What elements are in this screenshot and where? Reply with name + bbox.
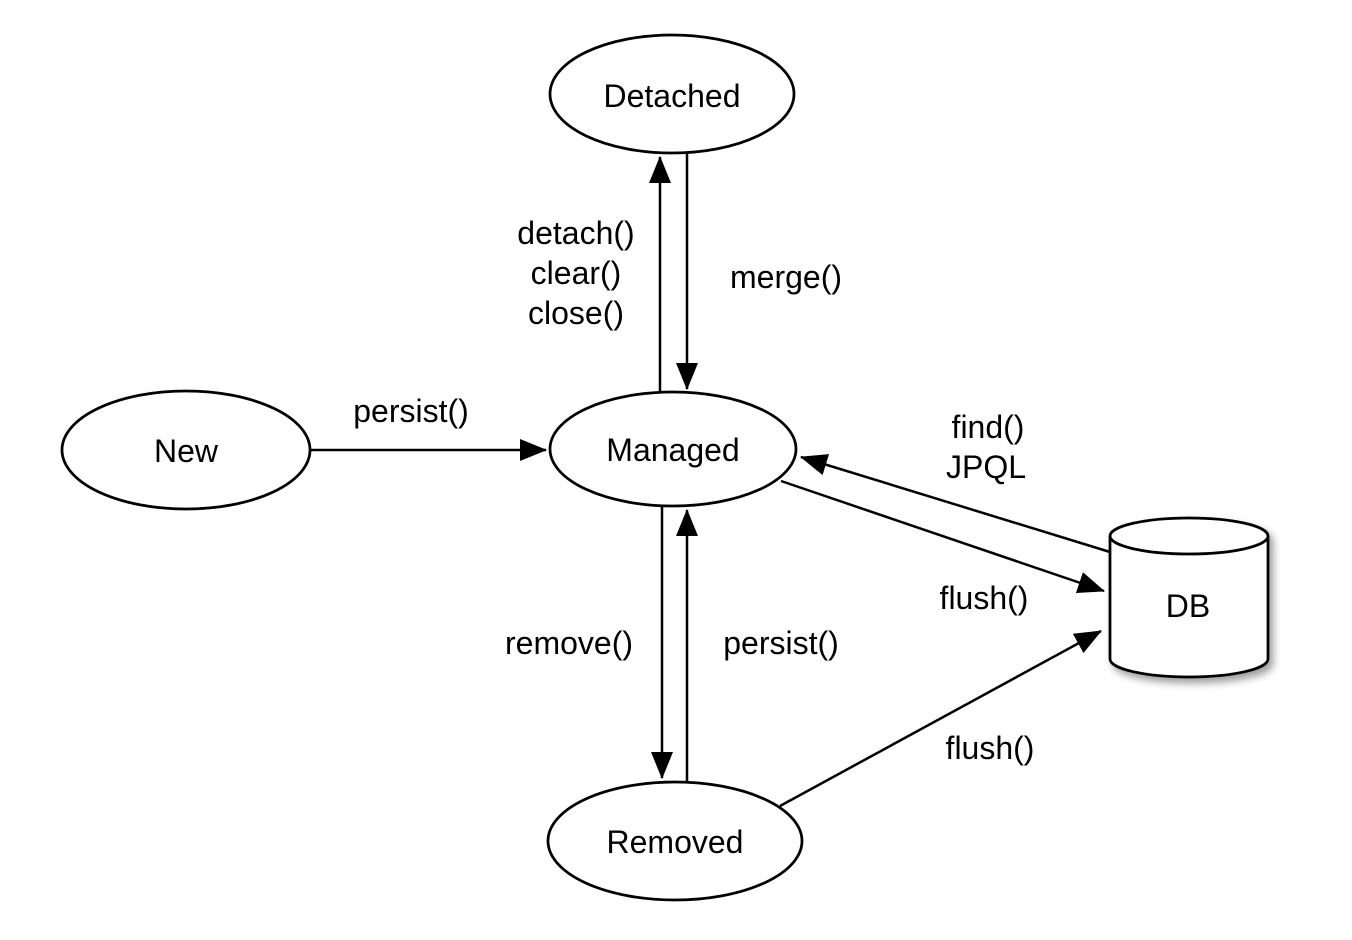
edge-label-merge: merge()	[730, 259, 842, 295]
node-db-label: DB	[1166, 588, 1210, 624]
db-cylinder-body	[1108, 536, 1270, 679]
edge-label-persist-top: persist()	[353, 393, 469, 429]
edge-label-flush-removed: flush()	[946, 730, 1035, 766]
edge-label-detach: detach()	[517, 215, 634, 251]
edge-label-close: close()	[528, 295, 624, 331]
node-new	[60, 389, 312, 511]
edge-removed-to-db	[779, 629, 1102, 808]
edge-label-persist-bottom: persist()	[723, 625, 839, 661]
node-removed	[546, 780, 804, 902]
node-new-label: New	[154, 433, 219, 469]
edge-label-find: find()	[952, 409, 1025, 445]
edge-label-remove: remove()	[505, 625, 633, 661]
edge-managed-to-db	[780, 479, 1105, 594]
node-db	[1108, 516, 1270, 679]
node-labels-layer: Detached New Managed Removed DB	[154, 78, 1210, 860]
edge-label-jpql: JPQL	[946, 449, 1026, 485]
node-detached	[548, 33, 796, 155]
db-cylinder-top	[1108, 516, 1270, 556]
node-detached-label: Detached	[604, 78, 741, 114]
edge-label-flush-managed: flush()	[940, 580, 1029, 616]
nodes-layer	[60, 33, 1270, 902]
edge-db-to-managed	[800, 454, 1111, 554]
edges-layer	[310, 151, 1111, 808]
edge-labels-layer: persist() detach() clear() close() merge…	[353, 215, 1034, 766]
node-removed-label: Removed	[607, 824, 744, 860]
node-managed	[548, 390, 798, 508]
node-managed-label: Managed	[606, 432, 739, 468]
edge-label-clear: clear()	[531, 255, 622, 291]
